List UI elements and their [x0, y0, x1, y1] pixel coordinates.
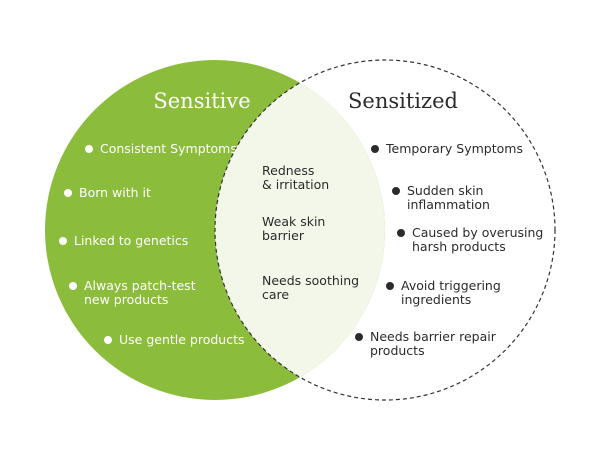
- sensitized-item-line: Sudden skin: [407, 183, 483, 198]
- bullet-dot: [69, 282, 77, 290]
- sensitized-title: Sensitized: [348, 89, 458, 113]
- sensitized-item-line: ingredients: [401, 292, 471, 307]
- sensitive-item-line: Born with it: [79, 185, 151, 200]
- shared-item-line: & irritation: [262, 177, 329, 192]
- shared-item-line: barrier: [262, 228, 305, 243]
- bullet-dot: [85, 145, 93, 153]
- bullet-dot: [104, 336, 112, 344]
- sensitized-item-line: Avoid triggering: [401, 278, 501, 293]
- bullet-dot: [355, 333, 363, 341]
- sensitized-item: Temporary Symptoms: [371, 141, 523, 156]
- sensitive-item: Use gentle products: [104, 332, 245, 347]
- sensitive-item-line: Linked to genetics: [74, 233, 188, 248]
- sensitized-circle: [214, 59, 556, 401]
- sensitive-item: Linked to genetics: [59, 233, 188, 248]
- bullet-dot: [59, 237, 67, 245]
- overlap-region: [215, 60, 385, 400]
- sensitive-item-line: Use gentle products: [119, 332, 245, 347]
- shared-item-line: Needs soothing: [262, 273, 359, 288]
- shared-item-line: Redness: [262, 163, 314, 178]
- sensitized-item-line: inflammation: [407, 197, 490, 212]
- bullet-dot: [371, 145, 379, 153]
- sensitized-item-line: Temporary Symptoms: [385, 141, 523, 156]
- sensitive-item: Born with it: [64, 185, 151, 200]
- shared-item: Redness& irritation: [262, 163, 329, 192]
- sensitive-title: Sensitive: [153, 89, 250, 113]
- bullet-dot: [386, 282, 394, 290]
- sensitized-item-line: harsh products: [412, 239, 506, 254]
- bullet-dot: [64, 189, 72, 197]
- bullet-dot: [392, 187, 400, 195]
- sensitive-item-line: Consistent Symptoms: [100, 141, 237, 156]
- sensitive-item-line: new products: [84, 292, 168, 307]
- shared-item-line: Weak skin: [262, 214, 325, 229]
- sensitized-item-line: Caused by overusing: [412, 225, 543, 240]
- sensitized-item-line: Needs barrier repair: [370, 329, 497, 344]
- bullet-dot: [397, 229, 405, 237]
- sensitive-item-line: Always patch-test: [84, 278, 196, 293]
- sensitized-item-line: products: [370, 343, 425, 358]
- shared-item-line: care: [262, 287, 289, 302]
- sensitive-item: Consistent Symptoms: [85, 141, 237, 156]
